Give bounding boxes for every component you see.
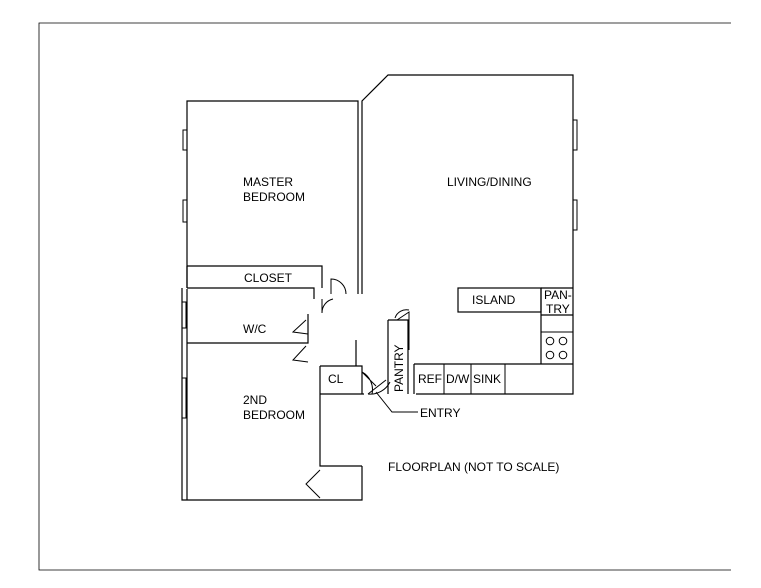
west-walls	[181, 266, 363, 501]
living-dining-walls	[361, 74, 574, 395]
master-bedroom-walls	[186, 100, 359, 294]
closet-label: CLOSET	[244, 271, 293, 285]
wc-label: W/C	[243, 322, 267, 336]
entry-label: ENTRY	[420, 406, 460, 420]
cl-walls	[320, 340, 363, 394]
window-marks	[182, 119, 578, 419]
dw-label: D/W	[446, 372, 470, 386]
door-swings	[291, 278, 410, 499]
second-bedroom-label-line1: 2ND	[243, 393, 267, 407]
pantry-vertical-label: PANTRY	[392, 344, 406, 392]
sink-label: SINK	[473, 372, 501, 386]
counter-dividers	[443, 364, 506, 394]
cl-label: CL	[328, 372, 344, 386]
stove	[540, 331, 574, 365]
ref-label: REF	[418, 372, 442, 386]
island-counter	[457, 287, 542, 313]
kitchen-pantry-label-line1: PAN-	[544, 288, 572, 302]
closet-walls	[187, 265, 323, 299]
living-dining-label: LIVING/DINING	[447, 175, 532, 189]
kitchen-pantry-label-line2: TRY	[546, 302, 570, 316]
wc-walls	[186, 289, 309, 344]
kitchen-counter	[413, 287, 573, 394]
master-bedroom-label-line1: MASTER	[243, 175, 293, 189]
sheet-border	[38, 22, 731, 571]
entry-leader	[375, 391, 418, 413]
master-bedroom-label-line2: BEDROOM	[243, 190, 305, 204]
second-bedroom-label-line2: BEDROOM	[243, 408, 305, 422]
island-label: ISLAND	[472, 293, 516, 307]
pantry-walls	[387, 319, 409, 394]
floorplan-caption: FLOORPLAN (NOT TO SCALE)	[388, 460, 559, 474]
second-bedroom-walls	[186, 343, 362, 500]
